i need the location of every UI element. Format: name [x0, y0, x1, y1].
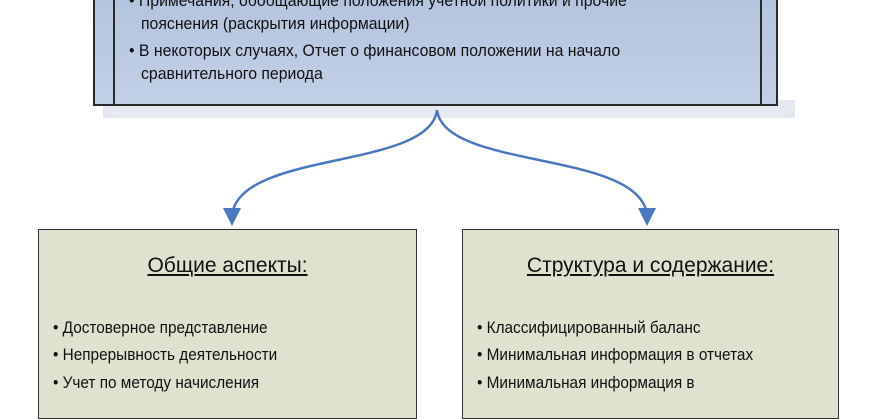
list-item: • Непрерывность деятельности	[53, 346, 278, 364]
top-box-inner-frame	[113, 0, 762, 104]
top-item: • В некоторых случаях, Отчет о финансово…	[129, 41, 621, 60]
top-item: • Примечания, обобщающие положения учетн…	[129, 0, 627, 10]
arrowhead-left	[223, 208, 241, 226]
list-item: • Учет по методу начисления	[53, 374, 260, 392]
list-item: • Минимальная информация в отчетах	[477, 346, 754, 364]
list-item: • Минимальная информация в	[477, 374, 695, 392]
general-aspects-box: Общие аспекты: • Достоверное представлен…	[38, 229, 417, 419]
top-item: пояснения (раскрытия информации)	[141, 14, 410, 33]
general-aspects-title: Общие аспекты:	[147, 254, 308, 277]
arrow-left	[230, 109, 439, 216]
structure-content-title: Структура и содержание:	[526, 254, 775, 277]
arrow-right	[435, 109, 649, 216]
top-item: сравнительного периода	[141, 64, 323, 83]
list-item: • Классифицированный баланс	[477, 319, 701, 337]
structure-content-box: Структура и содержание: • Классифицирова…	[462, 229, 839, 419]
connector-arrows	[223, 109, 656, 226]
list-item: • Достоверное представление	[53, 319, 268, 337]
arrowhead-right	[638, 208, 656, 226]
top-box: • Примечания, обобщающие положения учетн…	[93, 0, 778, 106]
